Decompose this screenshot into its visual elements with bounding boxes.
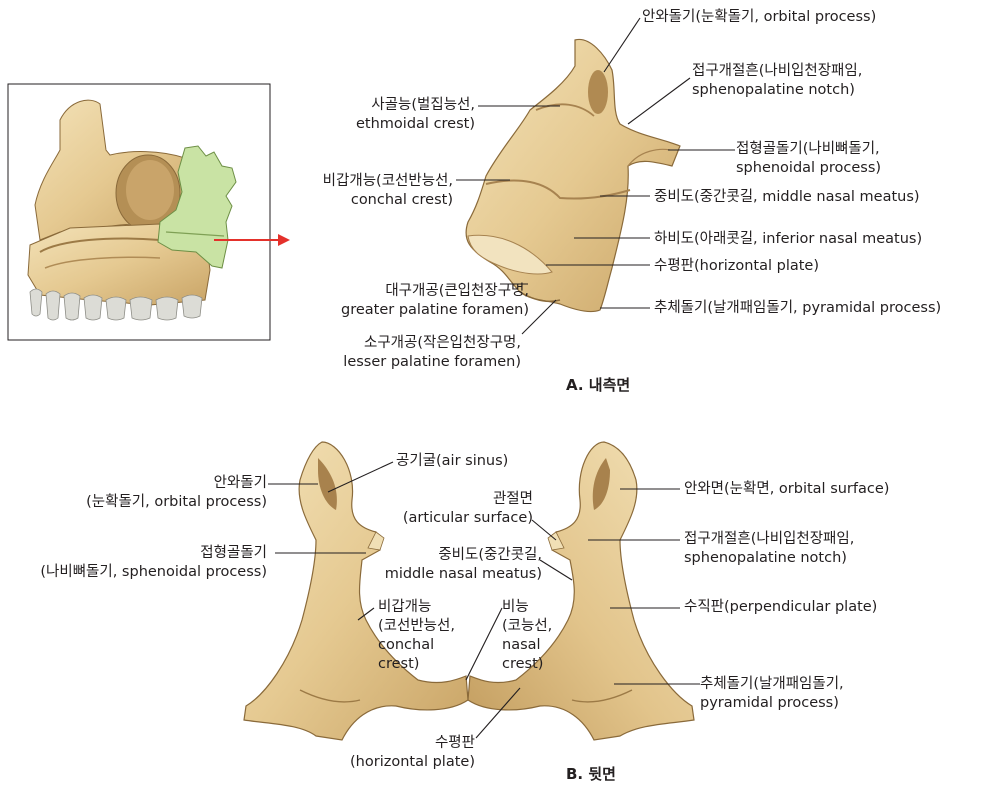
label-b-nasal-line1: 비능 [502, 599, 529, 615]
label-b-conchal-line4: crest) [378, 656, 420, 672]
label-b-sphenopalatine-notch: 접구개절흔(나비입천장패임, sphenopalatine notch) [684, 530, 854, 568]
label-a-conchal-crest: 비갑개능(코선반능선, conchal crest) [323, 172, 453, 210]
label-b-horizontal-line2: (horizontal plate) [350, 754, 475, 770]
label-b-orbital-line2: (눈확돌기, orbital process) [86, 494, 267, 510]
label-a-lesser-line2: lesser palatine foramen) [343, 354, 521, 370]
label-b-middle-nasal-meatus: 중비도(중간콧길, middle nasal meatus) [385, 546, 542, 584]
label-b-articular-line2: (articular surface) [402, 510, 533, 526]
label-b-sphenopalatine-line1: 접구개절흔(나비입천장패임, [684, 531, 855, 547]
label-a-sphenoidal-line1: 접형골돌기(나비뼈돌기, [736, 141, 880, 157]
label-a-lesser-palatine-foramen: 소구개공(작은입천장구멍, lesser palatine foramen) [343, 334, 521, 372]
label-a-inferior-nasal-meatus: 하비도(아래콧길, inferior nasal meatus) [654, 231, 923, 247]
pointer-arrow [214, 234, 290, 246]
label-a-conchal-line1: 비갑개능(코선반능선, [322, 173, 453, 189]
label-b-articular-line1: 관절면 [492, 491, 533, 507]
label-a-ethmoidal-line1: 사골능(벌집능선, [371, 97, 475, 113]
label-b-horizontal-plate: 수평판 (horizontal plate) [350, 734, 475, 772]
label-b-sphenoidal-line1: 접형골돌기 [200, 545, 267, 561]
label-b-perpendicular-plate: 수직판(perpendicular plate) [684, 599, 878, 615]
label-b-conchal-line3: conchal [378, 637, 435, 653]
palatine-medial-illustration [465, 38, 681, 313]
label-a-horizontal-plate: 수평판(horizontal plate) [654, 258, 819, 274]
label-b-middle-line1: 중비도(중간콧길, [438, 547, 542, 563]
caption-b-posterior-view: B. 뒷면 [566, 765, 616, 783]
label-a-sphenopalatine-notch: 접구개절흔(나비입천장패임, sphenopalatine notch) [692, 62, 862, 100]
label-a-sphenoidal-process: 접형골돌기(나비뼈돌기, sphenoidal process) [736, 140, 881, 178]
label-b-nasal-crest: 비능 (코능선, nasal crest) [502, 598, 552, 674]
label-b-nasal-line2: (코능선, [502, 618, 553, 634]
label-b-middle-line2: middle nasal meatus) [384, 566, 542, 582]
palatine-posterior-right-illustration [467, 441, 695, 741]
label-a-orbital-process: 안와돌기(눈확돌기, orbital process) [642, 9, 877, 25]
label-b-orbital-surface: 안와면(눈확면, orbital surface) [684, 481, 890, 497]
label-b-conchal-line1: 비갑개능 [378, 599, 432, 615]
label-a-lesser-line1: 소구개공(작은입천장구멍, [363, 335, 521, 351]
palatine-posterior-left-illustration [243, 441, 469, 741]
label-a-greater-line2: greater palatine foramen) [341, 302, 529, 318]
leader-lines-panel-a [456, 17, 735, 335]
label-a-sphenopalatine-notch-line2: sphenopalatine notch) [692, 82, 855, 98]
label-b-articular-surface: 관절면 (articular surface) [403, 490, 533, 528]
label-a-conchal-line2: conchal crest) [350, 192, 453, 208]
label-b-orbital-process: 안와돌기 (눈확돌기, orbital process) [86, 474, 267, 512]
label-a-sphenoidal-line2: sphenoidal process) [736, 160, 882, 176]
label-b-sphenopalatine-line2: sphenopalatine notch) [684, 550, 847, 566]
label-a-sphenopalatine-notch-line1: 접구개절흔(나비입천장패임, [692, 63, 863, 79]
label-b-conchal-crest: 비갑개능 (코선반능선, conchal crest) [378, 598, 455, 674]
label-b-conchal-line2: (코선반능선, [378, 618, 455, 634]
label-b-pyramidal-line1: 추체돌기(날개패임돌기, [700, 676, 844, 692]
label-a-ethmoidal-line2: ethmoidal crest) [356, 116, 475, 132]
label-a-greater-line1: 대구개공(큰입천장구멍, [385, 283, 529, 299]
label-b-orbital-line1: 안와돌기 [213, 475, 267, 491]
label-b-sphenoidal-process: 접형골돌기 (나비뼈돌기, sphenoidal process) [40, 544, 267, 582]
label-b-nasal-line4: crest) [502, 656, 544, 672]
leader-lines-panel-b [268, 461, 700, 739]
label-a-ethmoidal-crest: 사골능(벌집능선, ethmoidal crest) [356, 96, 475, 134]
label-b-pyramidal-line2: pyramidal process) [700, 695, 839, 711]
inset-maxilla-illustration [27, 99, 237, 321]
label-b-nasal-line3: nasal [502, 637, 541, 653]
label-a-pyramidal-process: 추체돌기(날개패임돌기, pyramidal process) [654, 300, 942, 316]
label-b-horizontal-line1: 수평판 [434, 735, 475, 751]
label-b-air-sinus: 공기굴(air sinus) [396, 453, 509, 469]
label-b-pyramidal-process: 추체돌기(날개패임돌기, pyramidal process) [700, 675, 844, 713]
label-b-sphenoidal-line2: (나비뼈돌기, sphenoidal process) [40, 564, 267, 580]
label-a-greater-palatine-foramen: 대구개공(큰입천장구멍, greater palatine foramen) [341, 282, 529, 320]
label-a-middle-nasal-meatus: 중비도(중간콧길, middle nasal meatus) [654, 189, 920, 205]
caption-a-medial-view: A. 내측면 [566, 376, 631, 394]
